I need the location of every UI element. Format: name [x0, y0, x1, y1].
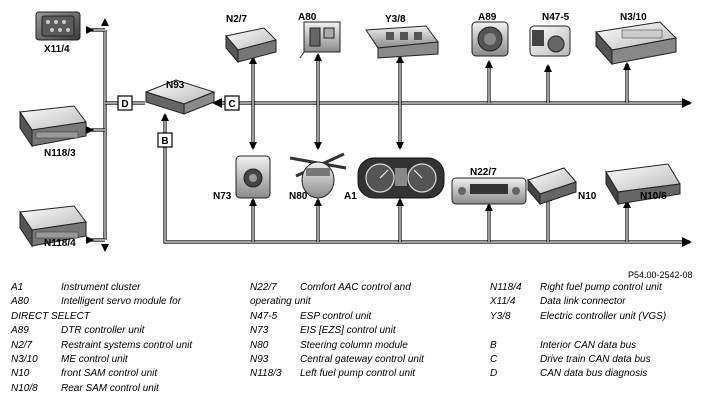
eis-control-unit-image: [235, 155, 271, 199]
intelligent-servo-module-image: [299, 21, 341, 59]
svg-text:C: C: [228, 99, 235, 110]
bus-c-drive-train: [212, 53, 692, 150]
steering-column-module-image: [289, 152, 347, 199]
central-gateway-image: [144, 79, 216, 115]
svg-text:D: D: [121, 99, 128, 110]
label-n118-4: N118/4: [44, 238, 76, 249]
label-n47-5: N47-5: [542, 12, 570, 23]
rear-sam-control-unit-image: [605, 163, 681, 206]
right-fuel-pump-control-unit-image: [19, 205, 87, 248]
comfort-aac-control-unit-image: [451, 177, 527, 205]
label-a89: A89: [478, 12, 497, 23]
bus-d-diagnosis: [86, 18, 145, 252]
svg-text:B: B: [161, 136, 168, 147]
figure-reference: P54.00-2542-08: [628, 270, 693, 280]
left-fuel-pump-control-unit-image: [19, 105, 87, 148]
label-n10: N10: [578, 191, 597, 202]
label-n3-10: N3/10: [620, 12, 647, 23]
label-n73: N73: [213, 191, 232, 202]
data-link-connector-image: [35, 11, 81, 41]
bus-b-interior: [161, 113, 692, 247]
label-n22-7: N22/7: [470, 167, 497, 178]
label-n93: N93: [166, 80, 185, 91]
label-n10-8: N10/8: [640, 191, 667, 202]
me-control-unit-image: [595, 21, 678, 66]
label-n118-3: N118/3: [44, 148, 76, 159]
label-a80: A80: [298, 12, 317, 23]
legend-spacer: [490, 324, 666, 338]
label-x11-4: X11/4: [44, 44, 70, 55]
label-a1: A1: [344, 191, 357, 202]
front-sam-control-unit-image: [527, 167, 577, 206]
label-n2-7: N2/7: [226, 14, 248, 25]
bus-d-box: D: [117, 95, 133, 111]
bus-b-box: B: [157, 132, 173, 148]
restraint-systems-control-unit-image: [225, 27, 277, 64]
bus-c-box: C: [224, 95, 240, 111]
can-bus-diagram: D C B: [19, 11, 692, 252]
legend-row-a80-cont: DIRECT SELECT: [11, 310, 90, 322]
label-n80: N80: [289, 191, 308, 202]
electric-controller-unit-image: [365, 25, 439, 59]
legend-row-n22-7-cont: operating unit: [250, 296, 311, 308]
esp-control-unit-image: [529, 25, 571, 57]
label-y3-8: Y3/8: [385, 14, 406, 25]
instrument-cluster-image: [357, 157, 445, 199]
dtr-controller-unit-image: [471, 21, 509, 57]
